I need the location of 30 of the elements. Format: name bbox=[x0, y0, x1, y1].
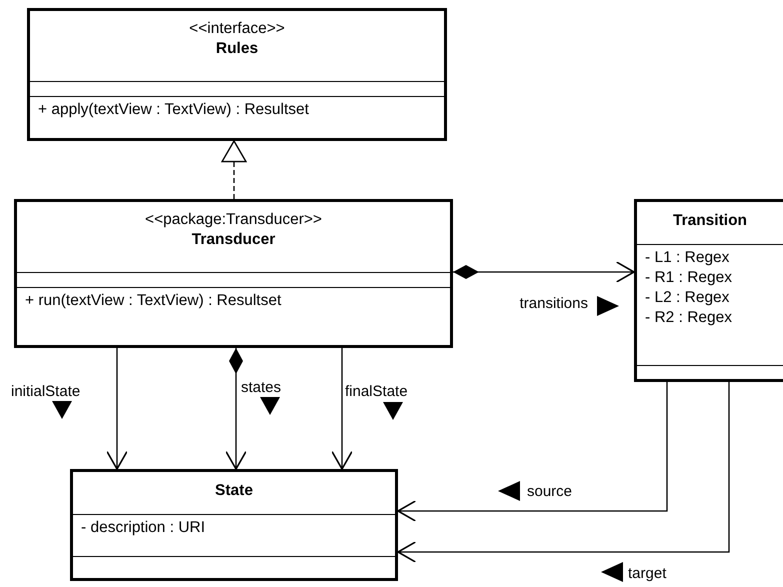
attribute-text: - description : URI bbox=[81, 518, 206, 538]
edge-label: transitions bbox=[520, 295, 588, 312]
association-arrow bbox=[397, 382, 730, 563]
edge-label: finalState bbox=[345, 383, 408, 400]
association-arrow bbox=[397, 382, 668, 522]
stereotype-label: <<interface>> bbox=[188, 19, 286, 39]
composition-arrow bbox=[225, 348, 247, 470]
operation-text: + run(textView : TextView) : Resultset bbox=[25, 291, 282, 311]
attribute-text: - L2 : Regex bbox=[645, 288, 730, 308]
stereotype-label: <<package:Transducer>> bbox=[144, 210, 323, 230]
class-box bbox=[70, 469, 398, 581]
class-name: Transition bbox=[672, 211, 748, 231]
attribute-text: - L1 : Regex bbox=[645, 248, 730, 268]
realization-arrow bbox=[221, 140, 247, 199]
operation-text: + apply(textView : TextView) : Resultset bbox=[38, 100, 310, 120]
attribute-text: - R1 : Regex bbox=[645, 268, 734, 288]
edge-label: target bbox=[628, 565, 666, 582]
class-box bbox=[27, 8, 447, 141]
association-arrow bbox=[106, 348, 128, 470]
composition-arrow bbox=[453, 261, 635, 283]
class-box bbox=[14, 199, 453, 348]
class-name: Transducer bbox=[190, 230, 276, 250]
association-arrow bbox=[331, 348, 353, 470]
class-name: Rules bbox=[214, 39, 260, 59]
attribute-text: - R2 : Regex bbox=[645, 308, 734, 328]
edge-label: source bbox=[527, 483, 572, 500]
class-box bbox=[634, 199, 783, 382]
class-name: State bbox=[214, 481, 254, 501]
edge-label: initialState bbox=[11, 383, 80, 400]
edge-label: states bbox=[241, 379, 282, 396]
